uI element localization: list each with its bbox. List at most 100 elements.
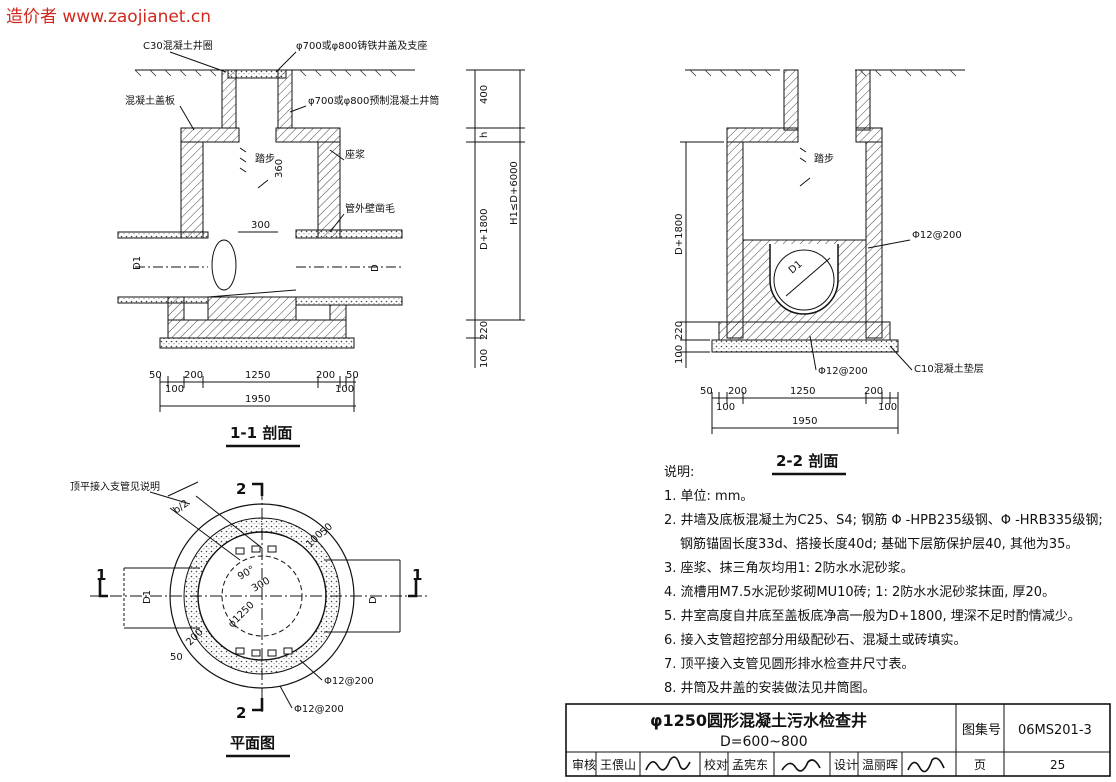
- note-7: 7. 顶平接入支管见圆形排水检查井尺寸表。: [664, 656, 915, 672]
- sec2-top-marker: [252, 482, 264, 496]
- note-3: 3. 座浆、抹三角灰均用1: 2防水水泥砂浆。: [664, 560, 914, 576]
- base-haunch-right: [329, 304, 347, 321]
- title-1-1: 1-1 剖面: [230, 424, 292, 442]
- title-2-2: 2-2 剖面: [776, 452, 838, 470]
- note-8: 8. 井筒及井盖的安装做法见井筒图。: [664, 680, 876, 696]
- dim-h: h: [479, 132, 490, 138]
- dim-b50b: 50: [346, 370, 359, 381]
- dim-b200a: 200: [184, 370, 203, 381]
- dim-d1800: D+1800: [479, 208, 490, 250]
- label-bd2: b/2: [171, 498, 190, 516]
- label-step-2: 踏步: [814, 152, 834, 165]
- title-plan: 平面图: [230, 734, 275, 752]
- label-slab: 混凝土盖板: [125, 94, 175, 107]
- dim-360: 360: [274, 159, 285, 178]
- d1-diameter-line: [785, 257, 831, 297]
- dim-b200b: 200: [316, 370, 335, 381]
- sec2-bottom-label: 2: [236, 704, 246, 722]
- tb-page-value: 25: [1050, 758, 1065, 772]
- dim-b100a-2: 100: [716, 402, 735, 413]
- label-c30-ring: C30混凝土井圈: [143, 39, 213, 52]
- dim-h1: H1≤D+6000: [509, 161, 520, 225]
- plan-steps-bottom: [235, 647, 293, 657]
- leader-rebar2-plan: [279, 685, 293, 709]
- tb-review-name: 王偎山: [600, 757, 636, 772]
- leader-cushion: [889, 345, 913, 371]
- leader-shaft: [289, 105, 307, 113]
- tb-design-label: 设计: [834, 758, 858, 772]
- dim-400: 400: [479, 85, 490, 104]
- dim-b1950-2: 1950: [792, 416, 817, 427]
- sec1-left-label: 1: [96, 566, 106, 584]
- dim-220: 220: [479, 321, 490, 340]
- dim-b50a: 50: [149, 370, 162, 381]
- label-rebar1-2: Φ12@200: [912, 230, 962, 241]
- dim-100: 100: [479, 349, 490, 368]
- shaft-wall-right-2: [855, 69, 871, 131]
- leader-rebar1-plan: [299, 659, 323, 681]
- break-mark: [257, 179, 269, 189]
- notes-title: 说明:: [664, 465, 694, 480]
- label-d1: D1: [132, 256, 143, 270]
- chamber-wall-left: [180, 141, 204, 239]
- pipe-d-wall-top: [295, 229, 403, 239]
- shaft-wall-left-2: [783, 69, 799, 131]
- leader-cover: [275, 51, 297, 73]
- note-6: 6. 接入支管超挖部分用级配砂石、混凝土或砖填实。: [664, 632, 967, 648]
- note-4: 4. 流槽用M7.5水泥砂浆砌MU10砖; 1: 2防水水泥砂浆抹面, 厚20。: [664, 584, 1055, 600]
- label-50a-plan: 50: [170, 652, 183, 663]
- label-cushion-2: C10混凝土垫层: [914, 362, 984, 375]
- tb-title-line1: φ1250圆形混凝土污水检查井: [650, 711, 867, 730]
- cushion: [159, 337, 355, 349]
- dim-ticks-bottom: [159, 376, 355, 412]
- leader-rebar1: [867, 239, 911, 249]
- dim-b1950: 1950: [245, 394, 270, 405]
- dim-300: 300: [251, 220, 270, 231]
- dim-b100b: 100: [335, 384, 354, 395]
- dim-220-2: 220: [674, 321, 685, 340]
- label-chisel: 管外壁凿毛: [345, 202, 395, 215]
- tb-check-name: 孟宪东: [732, 757, 768, 772]
- note-2-cont: 钢筋锚固长度33d、搭接长度40d; 基础下层筋保护层40, 其他为35。: [680, 536, 1078, 552]
- base-haunch-left: [167, 296, 185, 321]
- tb-design-name: 温丽晖: [862, 758, 898, 772]
- label-rebar2-2: Φ12@200: [818, 366, 868, 377]
- label-mortar: 座浆: [345, 148, 365, 161]
- step-marks-2: [799, 147, 807, 163]
- tb-atlas-label: 图集号: [962, 722, 1001, 738]
- tb-check-label: 校对: [704, 757, 728, 772]
- plan-branch-dim: [167, 481, 199, 497]
- cover-slab-right-2: [855, 127, 883, 143]
- base-slab-2: [718, 321, 891, 341]
- sec1-right-label: 1: [412, 566, 422, 584]
- ring: [227, 69, 287, 79]
- label-cover: φ700或φ800铸铁井盖及支座: [296, 39, 427, 52]
- tb-check-signature: [781, 759, 821, 772]
- plan-branch-pipe: [169, 495, 263, 561]
- label-rebar1-plan: Φ12@200: [324, 676, 374, 687]
- plan-pipe-d1: [124, 567, 200, 629]
- cover-slab-right: [275, 127, 341, 143]
- dim-b200a-2: 200: [728, 386, 747, 397]
- cover-slab-left-2: [726, 127, 799, 143]
- sec1-left-marker: [98, 578, 108, 598]
- watermark: 造价者 www.zaojianet.cn: [6, 7, 211, 27]
- title-block: φ1250圆形混凝土污水检查井 D=600~800 图集号 06MS201-3 …: [565, 703, 1111, 777]
- channel-slope: [207, 289, 297, 298]
- cover-slab-left: [180, 127, 240, 143]
- dim-b1250-2: 1250: [790, 386, 815, 397]
- base-slab: [167, 319, 347, 339]
- dim-100-2: 100: [674, 345, 685, 364]
- plan-view: 2 2 1 1 顶平接入支管见说明 b/2 D1 D φ1250 90° 300…: [70, 480, 430, 758]
- label-rebar2-plan: Φ12@200: [294, 704, 344, 715]
- break-mark-2: [799, 177, 811, 187]
- dim-b50-2: 50: [700, 386, 713, 397]
- note-2: 2. 井墙及底板混凝土为C25、S4; 钢筋 Φ -HPB235级钢、Φ -HR…: [664, 512, 1103, 528]
- dim-b1250: 1250: [245, 370, 270, 381]
- label-step: 踏步: [255, 152, 275, 165]
- tb-design-signature: [907, 757, 945, 773]
- chamber-wall-left-2: [726, 141, 744, 339]
- note-1: 1. 单位: mm。: [664, 489, 753, 504]
- shaft-wall-left: [221, 69, 237, 129]
